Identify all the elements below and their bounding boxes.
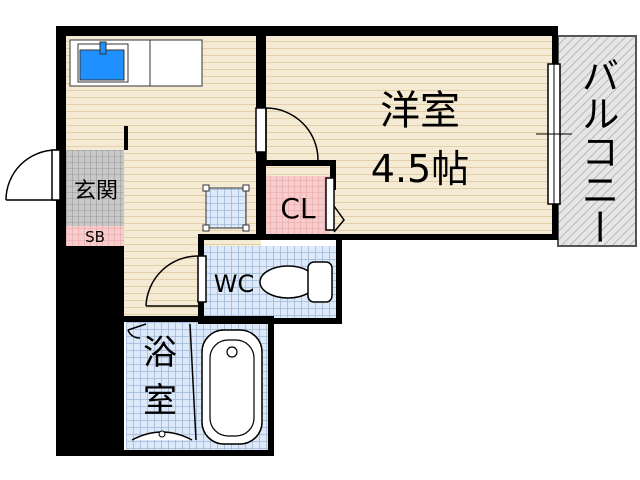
balcony-window [536,63,572,205]
entrance-label: 玄関 [74,179,118,204]
closet-floor [266,176,330,234]
bathtub-icon [201,329,263,445]
faucet-icon [99,41,107,55]
western-room-size: 4.5帖 [371,147,469,191]
balcony [557,35,637,247]
utility-shaft [202,184,250,232]
closet-door [325,177,345,233]
kitchen-counter [69,39,203,87]
balcony-label: バルコニー [575,56,619,246]
sink-icon [79,49,125,81]
shoe-box [66,226,124,246]
shoe-box-label: SB [85,228,105,246]
toilet-door [145,255,207,307]
entrance-door [5,149,61,201]
toilet-icon [259,261,333,303]
entrance-floor [66,150,124,226]
floor-areas [66,36,553,450]
room-door [255,107,319,161]
bathroom-label-top: 浴 [143,333,177,373]
toilet-label: WC [214,270,255,298]
western-room-label: 洋室 [380,88,460,134]
bathroom-door [127,323,197,441]
washbasin-icon [131,430,193,441]
doors [5,107,345,441]
closet-label: CL [280,192,316,225]
bathroom-label-bottom: 室 [143,381,177,421]
